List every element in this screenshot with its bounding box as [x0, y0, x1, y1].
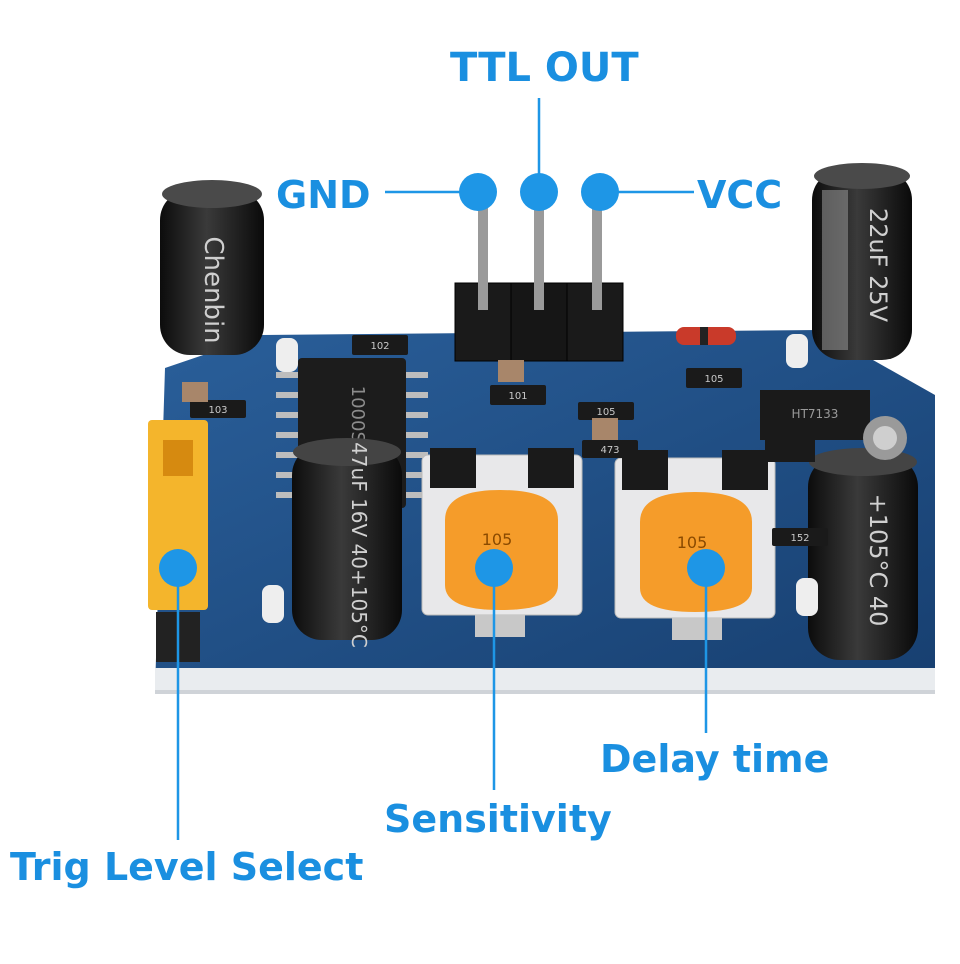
sensitivity-potentiometer: 105: [421, 448, 583, 637]
capacitor-bottom-right: +105°C 40: [808, 448, 918, 660]
trig-callout-dot: [159, 549, 197, 587]
mounting-screw: [863, 416, 907, 460]
capacitor-left: Chenbin: [160, 180, 264, 355]
cap-right-marking: 22uF 25V: [864, 208, 892, 323]
smd-resistors: [190, 335, 828, 546]
sensitivity-pot-code: 105: [482, 530, 513, 549]
sensitivity-callout-dot: [475, 549, 513, 587]
vcc-label: VCC: [697, 173, 783, 217]
resistor-code: 152: [790, 533, 809, 544]
resistor-code: 103: [208, 405, 227, 416]
delay-pot-code: 105: [677, 533, 708, 552]
ic-marking: 1000SS: [347, 386, 368, 455]
resistor-code: 105: [704, 374, 723, 385]
header-connector: [454, 200, 624, 362]
gnd-callout-dot: [459, 173, 497, 211]
trig-level-select-label: Trig Level Select: [10, 845, 364, 889]
resistor-code: 102: [370, 341, 389, 352]
gnd-label: GND: [276, 173, 371, 217]
resistor-code: 473: [600, 445, 619, 456]
ttl-out-label: TTL OUT: [450, 45, 639, 91]
ttl-out-callout-dot: [520, 173, 558, 211]
cap-center-marking: 47uF 16V 40+105°C: [347, 442, 371, 648]
delay-potentiometer: 105: [614, 450, 776, 640]
delay-callout-dot: [687, 549, 725, 587]
sensitivity-label: Sensitivity: [384, 797, 612, 841]
capacitor-center: 47uF 16V 40+105°C: [292, 438, 402, 648]
vcc-callout-dot: [581, 173, 619, 211]
delay-time-label: Delay time: [600, 737, 830, 781]
cap-bottom-right-marking: +105°C 40: [864, 494, 892, 627]
diode: [676, 327, 736, 345]
smd-capacitors: [182, 360, 618, 440]
resistor-code: 105: [596, 407, 615, 418]
standoffs: [262, 334, 818, 623]
voltage-regulator: HT7133: [760, 390, 870, 462]
regulator-marking: HT7133: [792, 407, 839, 421]
resistor-code: 101: [508, 391, 527, 402]
cap-left-brand: Chenbin: [198, 236, 228, 343]
capacitor-right: 22uF 25V: [812, 163, 912, 360]
